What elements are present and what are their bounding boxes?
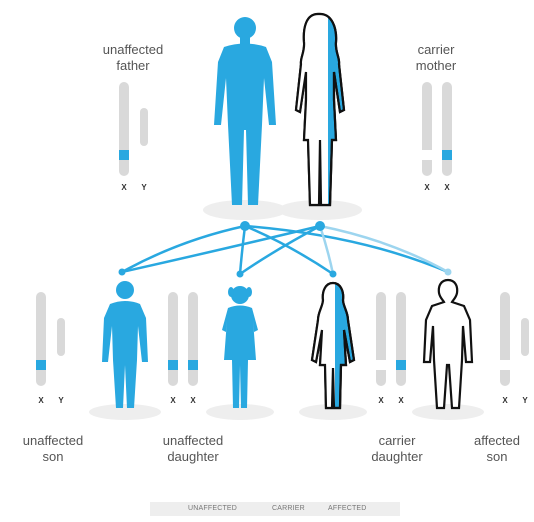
line-father-daughter1 [238, 224, 247, 276]
father-chrom-x-label: X [121, 183, 127, 192]
mother-chromosomes [422, 82, 452, 176]
son2-chrom-y-label: Y [522, 396, 528, 405]
line-mother-son1 [120, 224, 322, 274]
son2-shadow [412, 404, 484, 420]
son1-label-line1: unaffected [22, 433, 84, 448]
line-father-daughter2 [243, 224, 335, 276]
legend-affected: AFFECTED [328, 505, 367, 512]
son1-shadow [89, 404, 161, 420]
daughter1-shadow [206, 404, 274, 420]
father-chromosomes [119, 82, 148, 176]
mother-shadow [278, 200, 362, 220]
son2-chrom-x-label: X [502, 396, 508, 405]
daughter1-label-line1: unaffected [162, 433, 224, 448]
son2-label-line2: son [486, 449, 508, 464]
father-label-line1: unaffected [102, 42, 164, 57]
legend-bar [150, 502, 400, 516]
mother-label: carrier mother [396, 42, 476, 74]
son1-chrom-y-label: Y [58, 396, 64, 405]
son1-chromosomes [36, 292, 65, 386]
son2-label-line1: affected [473, 433, 521, 448]
father-chrom-y-label: Y [141, 183, 147, 192]
daughter1-chrom-x2-label: X [190, 396, 196, 405]
legend-carrier: CARRIER [272, 505, 305, 512]
mother-chrom-x2-label: X [444, 183, 450, 192]
daughter2-shadow [299, 404, 367, 420]
daughter1-chrom-x1-label: X [170, 396, 176, 405]
line-father-son1 [120, 224, 247, 274]
mother-label-line2: mother [415, 58, 457, 73]
father-figure [214, 17, 276, 205]
daughter2-chrom-x1-label: X [378, 396, 384, 405]
line-father-son2 [243, 224, 450, 274]
line-mother-daughter1 [238, 224, 322, 276]
father-label-line2: father [116, 58, 150, 73]
legend-unaffected: UNAFFECTED [188, 505, 238, 512]
daughter1-figure [222, 286, 258, 408]
daughter1-chromosomes [168, 292, 198, 386]
son1-chrom-x-label: X [38, 396, 44, 405]
line-nodes [118, 221, 452, 278]
daughter2-label: carrier daughter [352, 433, 442, 465]
daughter2-label-line2: daughter [371, 449, 423, 464]
son1-figure [102, 281, 148, 408]
son2-label: affected son [462, 433, 532, 465]
mother-figure [294, 12, 346, 207]
daughter2-chromosomes [376, 292, 406, 386]
daughter2-chrom-x2-label: X [398, 396, 404, 405]
son1-label: unaffected son [8, 433, 98, 465]
inheritance-lines [120, 224, 450, 276]
line-mother-son2 [318, 224, 450, 274]
mother-label-line1: carrier [417, 42, 455, 57]
father-shadow [203, 200, 287, 220]
son1-label-line2: son [42, 449, 64, 464]
son2-chromosomes [500, 292, 529, 386]
daughter2-label-line1: carrier [378, 433, 416, 448]
daughter2-figure [310, 281, 356, 410]
mother-chrom-x1-label: X [424, 183, 430, 192]
son2-figure [422, 278, 474, 410]
daughter1-label-line2: daughter [167, 449, 219, 464]
father-label: unaffected father [88, 42, 178, 74]
daughter1-label: unaffected daughter [148, 433, 238, 465]
